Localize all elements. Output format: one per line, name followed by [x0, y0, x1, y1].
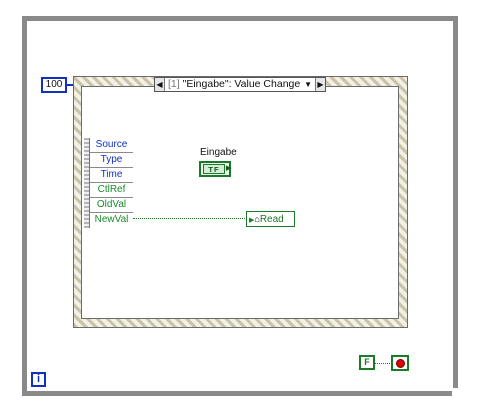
boolean-terminal-type: TF: [203, 164, 225, 174]
terminal-output-arrow-icon: ▶: [226, 165, 232, 172]
event-case-label: [1] "Eingabe": Value Change: [165, 78, 304, 91]
false-constant[interactable]: F: [359, 355, 375, 370]
next-case-icon[interactable]: ▶: [315, 78, 325, 91]
terminal-label: Eingabe: [200, 147, 237, 158]
event-data-item-ctlref[interactable]: CtlRef: [90, 183, 133, 198]
event-case-name: "Eingabe": Value Change: [182, 78, 301, 90]
event-data-item-newval[interactable]: NewVal: [90, 213, 133, 228]
event-case-selector[interactable]: ◀ [1] "Eingabe": Value Change ▼ ▶: [154, 77, 326, 92]
iteration-terminal[interactable]: i: [31, 372, 46, 387]
previous-case-icon[interactable]: ◀: [155, 78, 165, 91]
stop-icon: [396, 359, 405, 368]
event-data-item-time[interactable]: Time: [90, 168, 133, 183]
boolean-wire[interactable]: [133, 218, 247, 219]
house-icon: ⌂: [254, 214, 260, 224]
case-dropdown-icon[interactable]: ▼: [304, 80, 312, 89]
event-data-item-source[interactable]: Source: [90, 138, 133, 153]
property-node-label: Read: [259, 214, 284, 225]
while-loop-frame[interactable]: [22, 16, 458, 396]
loop-frame-notch: [452, 388, 458, 396]
event-data-item-type[interactable]: Type: [90, 153, 133, 168]
event-case-index: [1]: [168, 78, 180, 90]
property-input-arrow-icon: ▶: [249, 217, 255, 224]
timeout-wire[interactable]: [67, 84, 75, 86]
event-data-node-handle[interactable]: [84, 138, 90, 228]
property-node[interactable]: ▶⌂Read: [246, 211, 295, 227]
stop-wire[interactable]: [375, 363, 392, 364]
event-data-item-oldval[interactable]: OldVal: [90, 198, 133, 213]
timeout-constant[interactable]: 100: [41, 77, 67, 93]
